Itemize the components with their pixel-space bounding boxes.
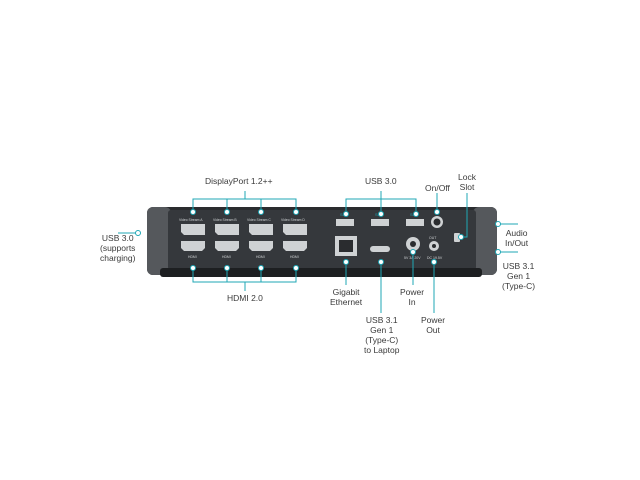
- video-stream-group: Video Stream C HDMI: [247, 218, 273, 259]
- usb-logo: SS: [410, 212, 416, 217]
- video-stream-print: Video Stream C: [247, 218, 271, 222]
- video-stream-print: Video Stream B: [213, 218, 237, 222]
- power-button: [431, 216, 443, 228]
- out-print: OUT: [429, 236, 437, 240]
- dc-out-print: DC 19.5V: [427, 256, 443, 260]
- hdmi-print: HDMI: [290, 255, 299, 259]
- dock-right-side: [473, 207, 497, 275]
- lock-slot: [454, 233, 460, 242]
- usb-a-port: [406, 219, 424, 226]
- hdmi-print: HDMI: [222, 255, 231, 259]
- displayport-port: [283, 224, 307, 235]
- leader-dots: [135, 209, 501, 271]
- displayport-port: [181, 224, 205, 235]
- video-stream-print: Video Stream D: [281, 218, 305, 222]
- video-stream-group: Video Stream A HDMI: [179, 218, 205, 259]
- usb-logo: SS: [340, 212, 346, 217]
- usb30-rear-ports: SS SS SS: [336, 212, 424, 226]
- hdmi-port: [181, 241, 205, 251]
- hdmi-port: [283, 241, 307, 251]
- dock-base: [160, 268, 482, 277]
- video-stream-print: Video Stream A: [179, 218, 203, 222]
- displayport-port: [215, 224, 239, 235]
- label-onoff: On/Off: [425, 183, 450, 193]
- dock-rear-panel: [168, 210, 476, 270]
- label-displayport: DisplayPort 1.2++: [205, 176, 273, 186]
- ethernet-port: [335, 236, 357, 256]
- video-stream-group: Video Stream D HDMI: [281, 218, 307, 259]
- usb-logo: SS: [375, 212, 381, 217]
- video-stream-group: Video Stream B HDMI: [213, 218, 239, 259]
- power-out-port: OUT DC 19.5V: [427, 236, 443, 260]
- usb-a-port: [371, 219, 389, 226]
- hdmi-port: [215, 241, 239, 251]
- usb-a-port: [336, 219, 354, 226]
- usb-c-port: [370, 246, 390, 252]
- hdmi-print: HDMI: [256, 255, 265, 259]
- label-hdmi: HDMI 2.0: [227, 293, 263, 303]
- displayport-port: [249, 224, 273, 235]
- label-usb30-top: USB 3.0: [365, 176, 397, 186]
- hdmi-port: [249, 241, 273, 251]
- hdmi-print: HDMI: [188, 255, 197, 259]
- dock-left-side: [147, 207, 171, 275]
